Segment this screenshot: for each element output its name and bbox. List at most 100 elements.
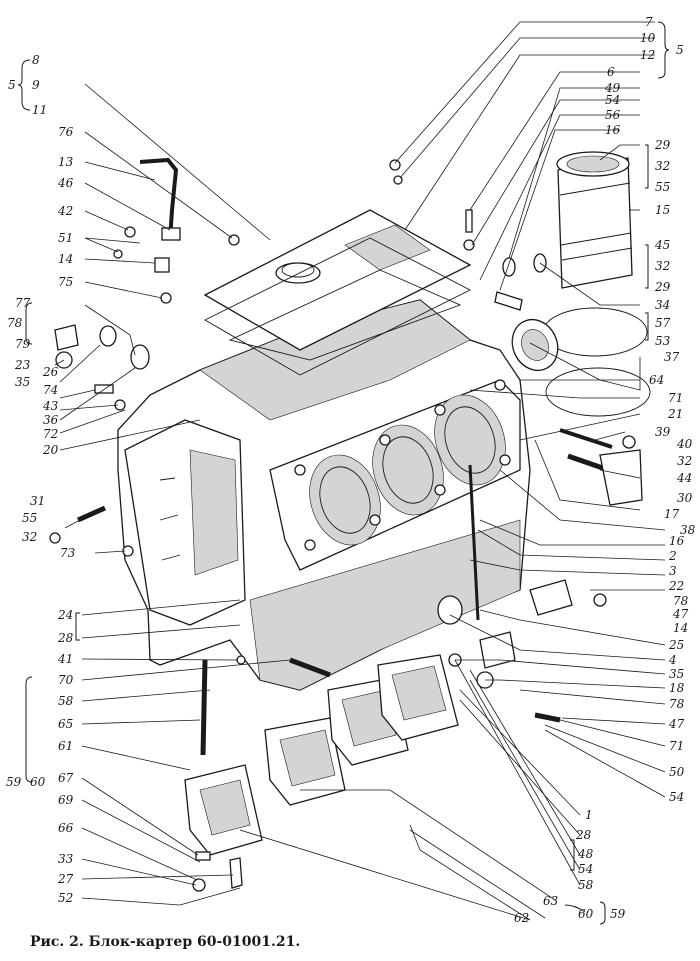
callout-10: 10 (640, 31, 656, 45)
cylinder-bore-3 (434, 394, 506, 486)
callout-74: 74 (43, 383, 58, 397)
block-ribs (159, 477, 181, 561)
callout-16: 16 (669, 534, 685, 548)
callout-47: 47 (672, 607, 689, 621)
callout-1: 1 (585, 808, 593, 822)
part-26 (99, 325, 117, 347)
cylinder-bore-1-inner (319, 466, 371, 534)
part-6 (465, 209, 473, 233)
callout-25: 25 (668, 638, 684, 652)
stud-hole (499, 454, 511, 466)
callout-48: 48 (577, 847, 594, 861)
callout-14: 14 (673, 621, 688, 635)
part-32-nut (49, 532, 61, 544)
callout-45: 45 (654, 238, 670, 252)
part-22-flange (529, 579, 573, 616)
callout-57: 57 (655, 316, 671, 330)
callout-33: 33 (58, 852, 74, 866)
callout-26: 26 (42, 365, 59, 379)
stud-hole (304, 539, 316, 551)
callout-38: 38 (680, 523, 696, 537)
callout-29: 29 (654, 138, 671, 152)
callout-60: 60 (578, 907, 594, 921)
callout-79: 79 (15, 337, 31, 351)
callout-40: 40 (676, 437, 693, 451)
callout-27: 27 (57, 872, 74, 886)
callout-11: 11 (32, 103, 47, 117)
oil-tube (139, 157, 181, 273)
callout-32: 32 (22, 530, 37, 544)
cylinder-bore-3-inner (444, 406, 496, 474)
callout-30: 30 (677, 491, 693, 505)
callout-6: 6 (607, 65, 615, 79)
gasket (204, 237, 471, 376)
brace-24-group (75, 612, 80, 641)
callout-58: 58 (58, 694, 74, 708)
part-34 (494, 291, 523, 311)
callout-64: 64 (649, 373, 664, 387)
stud-hole (294, 464, 306, 476)
stud-hole (434, 404, 446, 416)
callout-8: 8 (32, 53, 40, 67)
liner-bands (559, 182, 633, 261)
brace-57-group (645, 312, 649, 341)
pin-17 (559, 428, 613, 449)
brace-45-group (645, 244, 649, 289)
callout-31: 31 (30, 494, 45, 508)
callout-24: 24 (57, 608, 73, 622)
callout-60: 60 (30, 775, 46, 789)
callout-71: 71 (668, 391, 683, 405)
block-lower-skirt (249, 519, 521, 691)
callout-69: 69 (58, 793, 74, 807)
callout-63: 63 (543, 894, 559, 908)
callout-42: 42 (57, 204, 73, 218)
callout-14: 14 (58, 252, 73, 266)
part-78-nut (593, 593, 607, 607)
bolt-47 (534, 712, 561, 723)
callout-39: 39 (655, 425, 671, 439)
part-36-ring (130, 344, 150, 370)
part-75 (160, 292, 172, 304)
brace-60-right (599, 901, 606, 925)
callout-34: 34 (655, 298, 670, 312)
callout-36: 36 (43, 413, 59, 427)
callout-32: 32 (677, 454, 692, 468)
main-bearing-caps (184, 654, 459, 856)
small-parts (49, 159, 643, 892)
o-rings (542, 307, 651, 417)
cylinder-bore-2 (372, 424, 444, 516)
oil-tube-3 (468, 464, 480, 621)
bearing-cap-2-face (279, 729, 336, 787)
bearing-cap-4-face (391, 665, 447, 721)
part-44-bracket (599, 449, 643, 506)
callout-20: 20 (42, 443, 59, 457)
callout-54: 54 (669, 790, 684, 804)
part-74 (94, 384, 114, 394)
seal-ring-1 (542, 307, 648, 357)
callout-28: 28 (575, 828, 592, 842)
cylinder-liner (556, 151, 633, 289)
filler-neck-inner (281, 262, 315, 278)
callout-58: 58 (578, 878, 594, 892)
callout-56: 56 (605, 108, 621, 122)
cap-stud (200, 659, 208, 756)
block-front-window (189, 449, 239, 576)
brace-60-tail (564, 904, 586, 913)
pipe-tee (154, 257, 170, 273)
callout-23: 23 (14, 358, 31, 372)
callout-70: 70 (58, 673, 74, 687)
part-40 (622, 435, 636, 449)
stud-hole (494, 379, 506, 391)
figure-caption: Рис. 2. Блок-картер 60-01001.21. (30, 934, 301, 950)
gasket-inner (228, 269, 462, 361)
callout-51: 51 (58, 231, 73, 245)
callout-55: 55 (655, 180, 670, 194)
part-2-gasket (437, 595, 463, 625)
stud-hole (434, 484, 446, 496)
callout-47: 47 (668, 717, 685, 731)
stud-hole (369, 514, 381, 526)
part-52-plate (229, 857, 243, 889)
sleeve-bore (521, 329, 549, 361)
